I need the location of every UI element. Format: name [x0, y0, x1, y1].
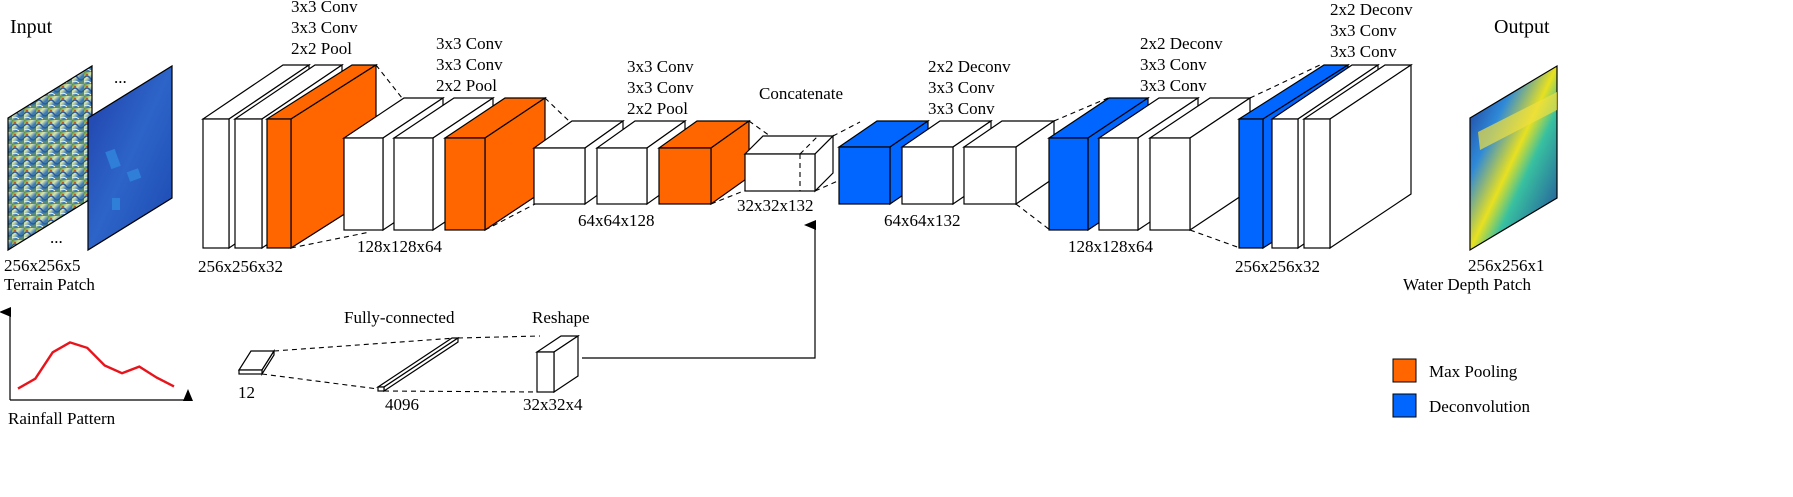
concat-label: Concatenate — [759, 84, 843, 103]
rainfall-caption: Rainfall Pattern — [8, 409, 116, 428]
enc3-op-1: 3x3 Conv — [627, 57, 694, 76]
legend: Max Pooling Deconvolution — [1392, 358, 1531, 418]
dec3-op-3: 3x3 Conv — [1330, 42, 1397, 61]
input-dims: 256x256x5 — [4, 256, 81, 275]
enc1-op-1: 3x3 Conv — [291, 0, 358, 16]
dec2-op-2: 3x3 Conv — [1140, 55, 1207, 74]
enc3-op-2: 3x3 Conv — [627, 78, 694, 97]
rainfall-input-size: 12 — [238, 383, 255, 402]
legend-swatch-max-pooling — [1392, 358, 1417, 383]
legend-label-max-pooling: Max Pooling — [1429, 362, 1518, 381]
fc-size: 4096 — [385, 395, 419, 414]
dec3-dims: 256x256x32 — [1235, 257, 1320, 276]
enc2-dims: 128x128x64 — [357, 237, 443, 256]
reshape-layer — [535, 334, 580, 394]
dec2-dims: 128x128x64 — [1068, 237, 1154, 256]
concat-dims: 32x32x132 — [737, 196, 814, 215]
dec2-op-1: 2x2 Deconv — [1140, 34, 1223, 53]
legend-swatch-deconvolution — [1392, 393, 1417, 418]
enc1-dims: 256x256x32 — [198, 257, 283, 276]
output-title: Output — [1494, 16, 1550, 38]
input-ellipsis-top: ... — [114, 68, 127, 87]
enc3-dims: 64x64x128 — [578, 211, 655, 230]
enc2-op-2: 3x3 Conv — [436, 55, 503, 74]
output-caption: Water Depth Patch — [1403, 275, 1531, 294]
decoder-block-1 — [837, 119, 1056, 206]
input-ellipsis-bottom: ... — [50, 228, 63, 247]
dec1-op-3: 3x3 Conv — [928, 99, 995, 118]
rainfall-input-vector — [237, 348, 276, 377]
decoder-block-2 — [1047, 96, 1252, 232]
dec1-op-2: 3x3 Conv — [928, 78, 995, 97]
legend-label-deconvolution: Deconvolution — [1429, 397, 1531, 416]
concatenate-layer — [743, 134, 835, 193]
rainfall-curve — [17, 341, 175, 390]
dec1-op-1: 2x2 Deconv — [928, 57, 1011, 76]
enc1-op-2: 3x3 Conv — [291, 18, 358, 37]
enc2-op-3: 2x2 Pool — [436, 76, 497, 95]
dec1-dims: 64x64x132 — [884, 211, 961, 230]
reshape-dims: 32x32x4 — [523, 395, 583, 414]
enc1-op-3: 2x2 Pool — [291, 39, 352, 58]
input-title: Input — [10, 16, 53, 38]
output-dims: 256x256x1 — [1468, 256, 1545, 275]
reshape-to-concat-arrow — [582, 220, 816, 359]
encoder-block-2 — [342, 96, 547, 232]
water-depth-patch-image — [1469, 64, 1558, 252]
dec2-op-3: 3x3 Conv — [1140, 76, 1207, 95]
fully-connected-layer — [376, 336, 460, 393]
enc2-op-1: 3x3 Conv — [436, 34, 503, 53]
dec3-op-1: 2x2 Deconv — [1330, 0, 1413, 19]
decoder-block-3 — [1236, 63, 1413, 250]
fc-label: Fully-connected — [344, 308, 455, 327]
rainfall-pattern-chart — [0, 307, 193, 401]
dec3-op-2: 3x3 Conv — [1330, 21, 1397, 40]
encoder-block-3 — [532, 119, 751, 206]
input-caption: Terrain Patch — [4, 275, 95, 294]
terrain-patch-image — [7, 64, 93, 252]
second-input-channel-image — [87, 64, 173, 252]
reshape-label: Reshape — [532, 308, 590, 327]
enc3-op-3: 2x2 Pool — [627, 99, 688, 118]
